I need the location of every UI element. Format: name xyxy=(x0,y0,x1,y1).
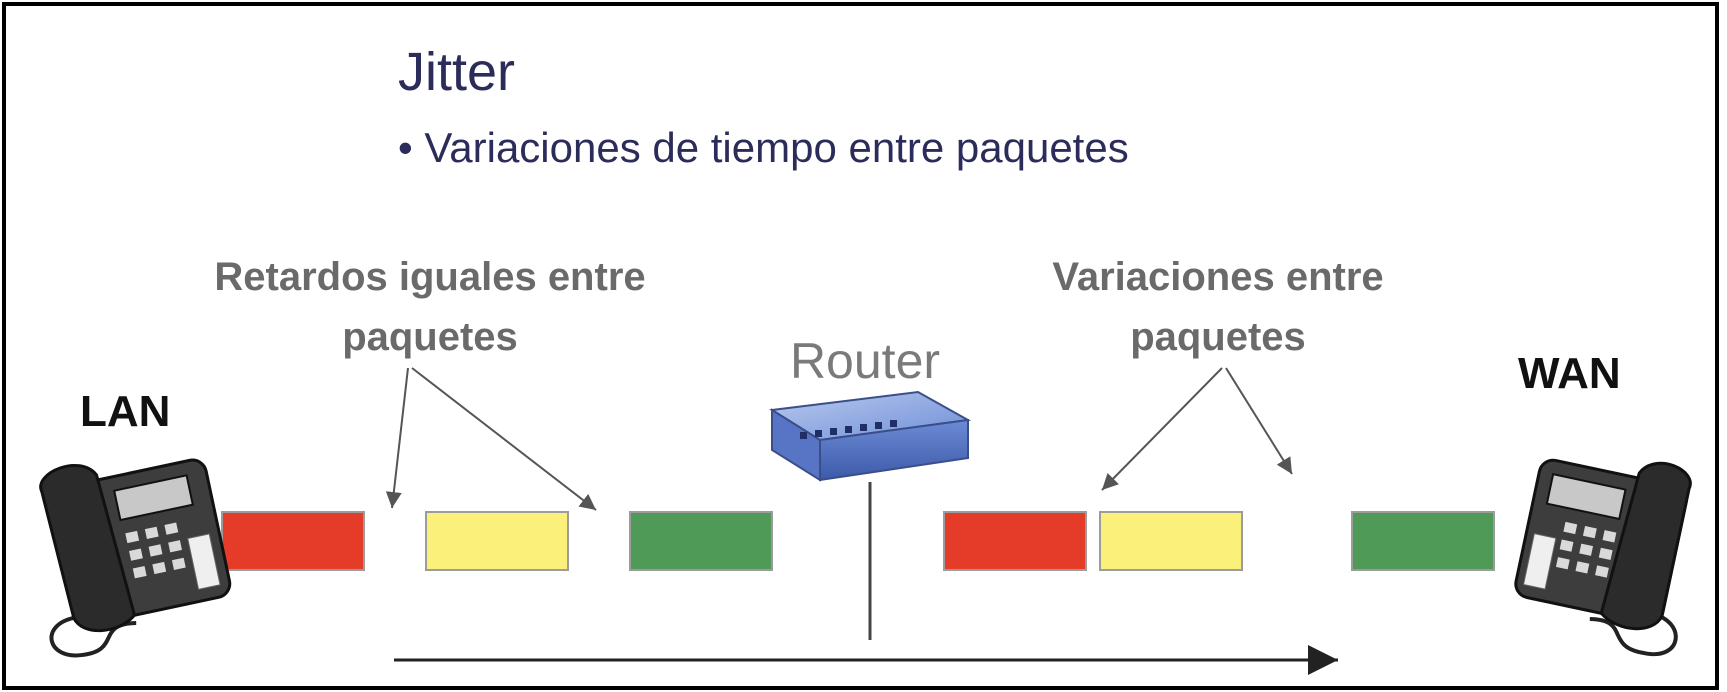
wan-packet-yellow xyxy=(1099,511,1243,571)
lan-packet-yellow xyxy=(425,511,569,571)
left-phone-icon xyxy=(39,458,232,658)
right-phone-icon xyxy=(1514,458,1692,657)
right-callout-line2: paquetes xyxy=(1130,315,1306,359)
lan-label: LAN xyxy=(80,387,170,436)
left-callout-line1: Retardos iguales entre xyxy=(214,255,645,299)
lan-packet-green xyxy=(629,511,773,571)
router-label: Router xyxy=(790,333,940,389)
router-icon xyxy=(769,390,972,482)
right-callout-pointers xyxy=(1101,367,1293,491)
left-callout-pointers xyxy=(385,367,597,511)
slide-title: Jitter xyxy=(398,42,515,102)
wan-label: WAN xyxy=(1518,349,1621,398)
wan-packet-red xyxy=(943,511,1087,571)
slide-bullet: • Variaciones de tiempo entre paquetes xyxy=(398,124,1129,171)
lan-packet-red xyxy=(221,511,365,571)
right-callout-line1: Variaciones entre xyxy=(1052,255,1383,299)
wan-packet-green xyxy=(1351,511,1495,571)
left-callout-line2: paquetes xyxy=(342,315,518,359)
